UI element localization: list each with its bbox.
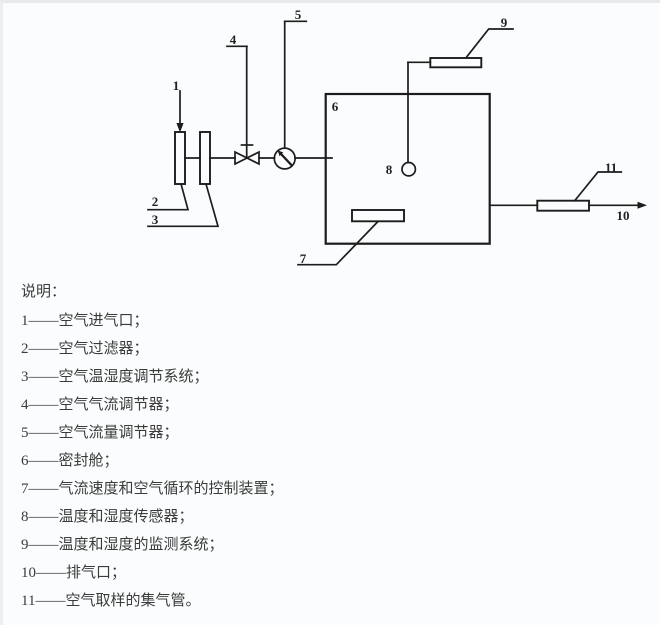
needle-arrowhead-icon bbox=[277, 150, 284, 157]
diagram-label-11: 11 bbox=[604, 160, 618, 175]
sensor-circle bbox=[401, 161, 417, 177]
sampling-manifold-box bbox=[536, 199, 590, 212]
legend-item-8: 8——温度和湿度传感器； bbox=[21, 509, 194, 525]
label9-leader bbox=[465, 28, 514, 58]
label11-leader bbox=[573, 171, 623, 202]
exhaust-arrowhead-icon bbox=[637, 201, 647, 209]
conditioning-system-box bbox=[199, 131, 211, 185]
legend-item-4: 4——空气气流调节器； bbox=[21, 397, 179, 413]
diagram-label-2: 2 bbox=[151, 194, 159, 209]
diagram-label-4: 4 bbox=[229, 32, 237, 47]
legend-title: 说明： bbox=[21, 284, 67, 300]
label7-leader bbox=[297, 220, 380, 266]
flow-meter-needle bbox=[278, 151, 294, 168]
air-filter-box bbox=[174, 131, 186, 185]
diagram-label-10: 10 bbox=[616, 208, 630, 223]
monitoring-system-box bbox=[429, 57, 483, 69]
airflow-schematic bbox=[147, 20, 647, 266]
legend-items: 1——空气进气口； 2——空气过滤器； 3——空气温湿度调节系统； 4——空气气… bbox=[21, 307, 284, 615]
diagram-label-5: 5 bbox=[294, 7, 302, 22]
legend-item-5: 5——空气流量调节器； bbox=[21, 425, 179, 441]
diagram-label-7: 7 bbox=[299, 251, 307, 266]
legend-item-9: 9——温度和湿度的监测系统； bbox=[21, 537, 224, 553]
diagram-strokes bbox=[147, 20, 640, 266]
inlet-arrowhead-icon bbox=[176, 123, 184, 133]
legend-item-6: 6——密封舱； bbox=[21, 453, 119, 469]
diagram-fills bbox=[176, 123, 647, 209]
label3-leader bbox=[147, 183, 220, 228]
legend-item-2: 2——空气过滤器； bbox=[21, 341, 149, 357]
label2-leader bbox=[147, 183, 190, 211]
legend-item-10: 10——排气口； bbox=[21, 565, 127, 581]
legend-item-3: 3——空气温湿度调节系统； bbox=[21, 369, 209, 385]
diagram-label-9: 9 bbox=[500, 15, 508, 30]
legend-item-7: 7——气流速度和空气循环的控制装置； bbox=[21, 481, 284, 497]
control-device-box bbox=[351, 209, 405, 223]
legend-item-11: 11——空气取样的集气管。 bbox=[21, 593, 201, 609]
diagram-label-1: 1 bbox=[172, 78, 180, 93]
legend: 说明： 1——空气进气口； 2——空气过滤器； 3——空气温湿度调节系统； 4—… bbox=[21, 284, 284, 609]
diagram-label-8: 8 bbox=[385, 162, 393, 177]
valve-left-triangle bbox=[234, 150, 249, 166]
diagram-label-3: 3 bbox=[151, 212, 159, 227]
valve-right-triangle bbox=[245, 150, 260, 166]
diagram-label-6: 6 bbox=[331, 99, 339, 114]
legend-item-1: 1——空气进气口； bbox=[21, 313, 149, 329]
